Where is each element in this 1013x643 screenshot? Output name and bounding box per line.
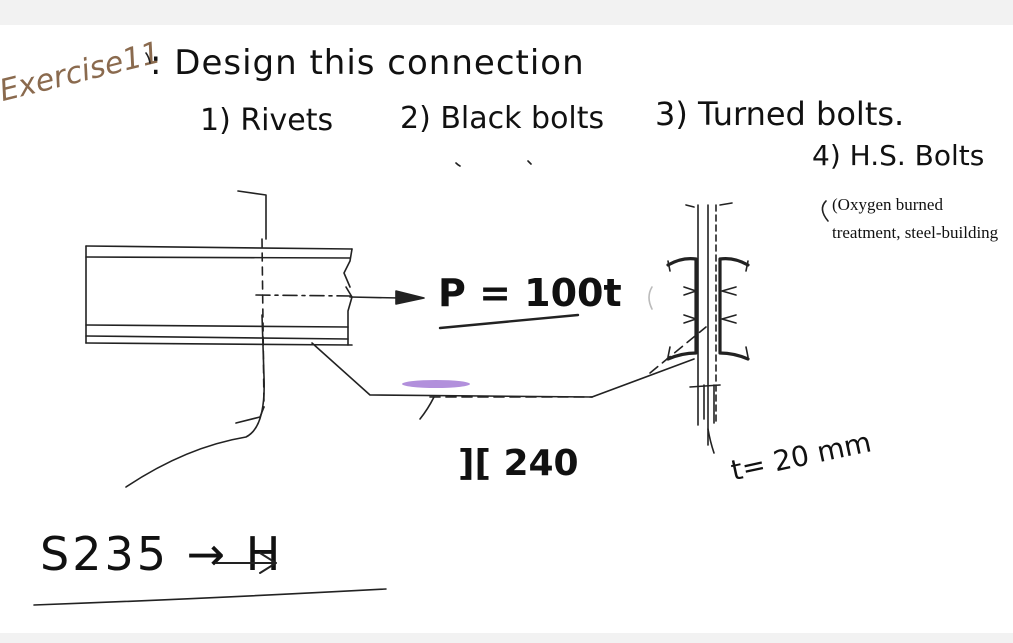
pen-stroke bbox=[145, 52, 151, 64]
option-black-bolts: 2) Black bolts bbox=[400, 101, 605, 136]
material-label: S235 → H bbox=[40, 527, 284, 581]
load-label: P = 100t bbox=[438, 271, 622, 315]
section-label: ][ 240 bbox=[458, 443, 579, 484]
typed-note-bracket bbox=[821, 200, 829, 222]
whiteboard-canvas[interactable]: Exercise11 : Design this connection 1) R… bbox=[0, 25, 1013, 633]
pen-stroke bbox=[455, 160, 532, 167]
leader-lines bbox=[125, 314, 707, 488]
typed-note-line-1: (Oxygen burned bbox=[832, 195, 943, 214]
load-arrow bbox=[349, 290, 580, 330]
connection-sketch bbox=[33, 52, 829, 606]
option-turned-bolts: 3) Turned bolts. bbox=[655, 95, 905, 133]
option-rivets: 1) Rivets bbox=[200, 103, 334, 138]
typed-note-line-2: treatment, steel-building bbox=[832, 223, 999, 242]
material-underline bbox=[33, 588, 387, 606]
highlight-mark bbox=[402, 380, 470, 388]
beam-elevation bbox=[85, 190, 353, 424]
option-hs-bolts: 4) H.S. Bolts bbox=[812, 139, 985, 172]
heading-text: : Design this connection bbox=[150, 43, 585, 83]
cross-section bbox=[648, 202, 750, 454]
